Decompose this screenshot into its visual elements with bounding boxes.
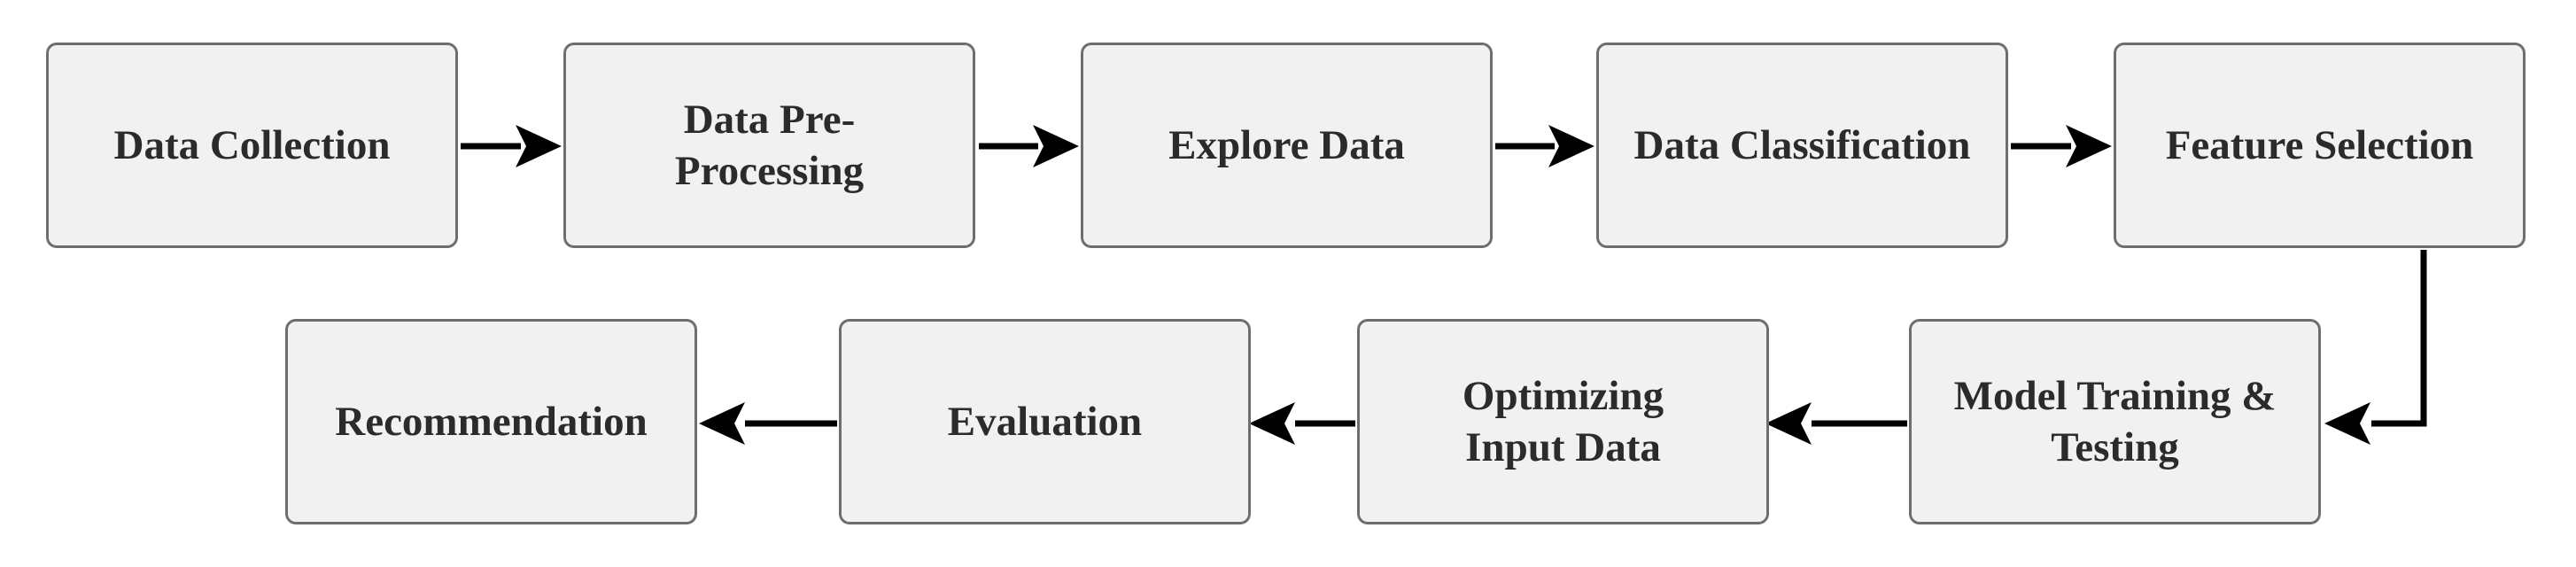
step-explore-data: Explore Data	[1081, 43, 1493, 248]
step-label: Model Training & Testing	[1953, 373, 2277, 470]
step-label: Data Classification	[1633, 122, 1971, 168]
arrow-optimizing-to-evaluation	[1249, 402, 1355, 445]
arrow-feature-selection-to-model-training	[2324, 250, 2427, 445]
step-label: Data Pre- Processing	[674, 97, 865, 194]
step-optimizing-input-data: Optimizing Input Data	[1357, 319, 1769, 524]
arrow-preprocessing-to-explore	[979, 125, 1079, 167]
step-data-collection: Data Collection	[46, 43, 458, 248]
step-label: Explore Data	[1168, 122, 1405, 168]
step-model-training-testing: Model Training & Testing	[1909, 319, 2321, 524]
arrow-explore-to-classification	[1495, 125, 1594, 167]
step-data-classification: Data Classification	[1596, 43, 2008, 248]
step-label: Recommendation	[335, 399, 648, 445]
step-label: Feature Selection	[2165, 122, 2474, 168]
arrow-evaluation-to-recommendation	[699, 402, 837, 445]
arrow-classification-to-feature-selection	[2011, 125, 2112, 167]
step-label: Optimizing Input Data	[1462, 373, 1664, 470]
step-label: Evaluation	[947, 399, 1143, 445]
step-data-preprocessing: Data Pre- Processing	[563, 43, 975, 248]
arrow-model-training-to-optimizing	[1765, 402, 1907, 445]
step-label: Data Collection	[113, 122, 391, 168]
arrow-collection-to-preprocessing	[461, 125, 562, 167]
step-recommendation: Recommendation	[285, 319, 697, 524]
step-evaluation: Evaluation	[839, 319, 1251, 524]
step-feature-selection: Feature Selection	[2114, 43, 2526, 248]
